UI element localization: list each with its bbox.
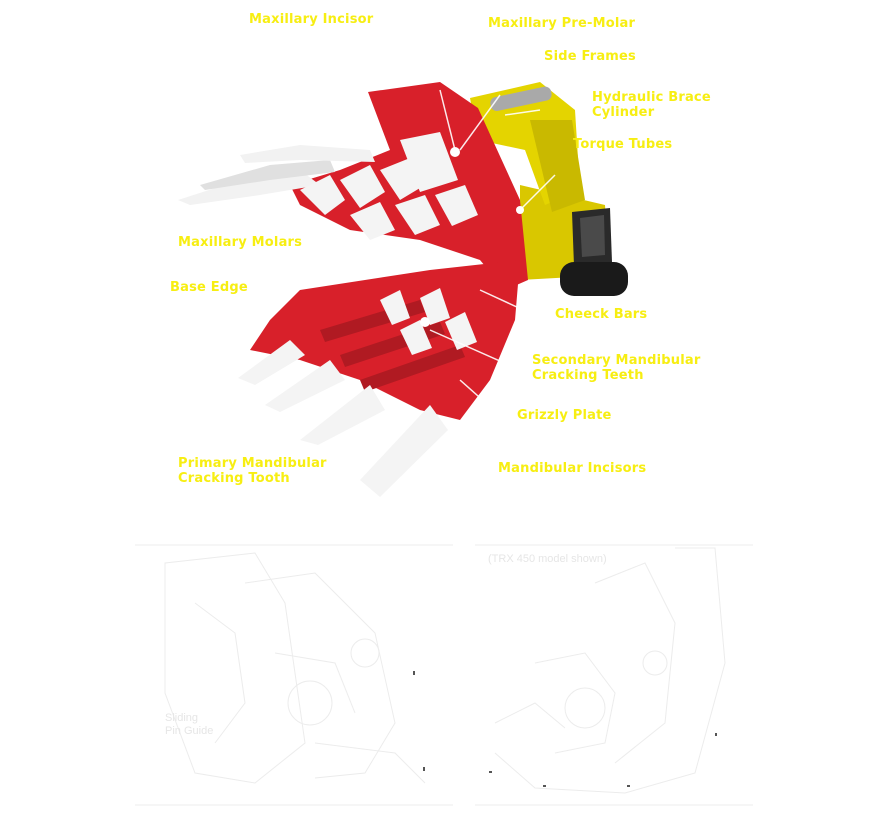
label-cheeck-bars: Cheeck Bars bbox=[555, 307, 648, 322]
label-hydraulic-brace-cylinder: Hydraulic Brace Cylinder bbox=[592, 90, 711, 120]
excavator-track bbox=[560, 262, 628, 296]
label-secondary-line1: Secondary Mandibular bbox=[532, 353, 701, 368]
left-line-drawing bbox=[135, 544, 453, 806]
excavator bbox=[470, 82, 628, 296]
excavator-cab-window bbox=[580, 215, 605, 257]
label-torque-tubes: Torque Tubes bbox=[573, 137, 673, 152]
label-primary-line2: Cracking Tooth bbox=[178, 471, 290, 486]
label-side-frames: Side Frames bbox=[544, 49, 637, 64]
callout-dot-1 bbox=[450, 147, 460, 157]
left-drawing-caption: Sliding Pin Guide bbox=[165, 712, 213, 738]
label-base-edge: Base Edge bbox=[170, 280, 248, 295]
label-primary-line1: Primary Mandibular bbox=[178, 456, 327, 471]
lower-jaw bbox=[250, 260, 520, 420]
label-secondary-mandibular: Secondary Mandibular Cracking Teeth bbox=[532, 353, 701, 383]
callout-dot-3 bbox=[516, 206, 524, 214]
crusher-bucket-illustration bbox=[178, 82, 628, 497]
upper-finger-1 bbox=[178, 170, 320, 205]
right-drawing-caption: (TRX 450 model shown) bbox=[488, 553, 607, 565]
label-maxillary-molars: Maxillary Molars bbox=[178, 235, 303, 250]
label-hydraulic-brace-line2: Cylinder bbox=[592, 105, 655, 120]
label-maxillary-incisor: Maxillary Incisor bbox=[249, 12, 374, 27]
label-grizzly-plate: Grizzly Plate bbox=[517, 408, 612, 423]
hydraulic-cylinder bbox=[490, 86, 552, 111]
maxillary-molars bbox=[300, 132, 478, 240]
left-caption-line1: Sliding bbox=[165, 712, 199, 724]
secondary-teeth bbox=[380, 288, 477, 355]
callout-dot-2 bbox=[420, 317, 430, 327]
upper-finger-2 bbox=[200, 160, 335, 190]
right-line-drawing bbox=[475, 544, 753, 806]
primary-teeth bbox=[238, 340, 448, 497]
leader-lines bbox=[429, 89, 556, 461]
label-secondary-line2: Cracking Teeth bbox=[532, 368, 644, 383]
label-maxillary-pre-molar: Maxillary Pre-Molar bbox=[488, 16, 636, 31]
label-primary-mandibular: Primary Mandibular Cracking Tooth bbox=[178, 456, 327, 486]
crusher-bucket bbox=[178, 82, 528, 497]
label-mandibular-incisors: Mandibular Incisors bbox=[498, 461, 647, 476]
label-hydraulic-brace-line1: Hydraulic Brace bbox=[592, 90, 711, 105]
excavator-stick bbox=[530, 120, 585, 212]
left-caption-line2: Pin Guide bbox=[165, 725, 214, 737]
upper-finger-3 bbox=[240, 145, 375, 163]
